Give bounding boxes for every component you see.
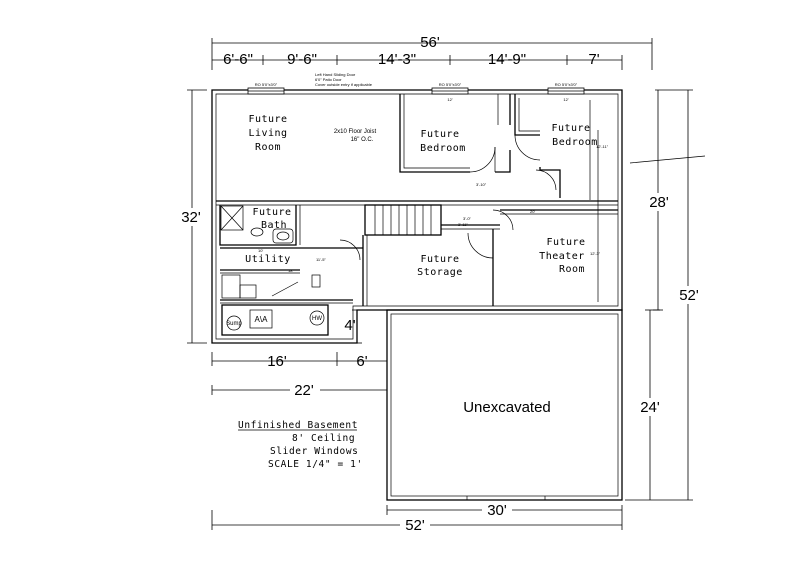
note-ceiling: 8' Ceiling [292,433,355,444]
dim-6: 6' [356,353,367,370]
svg-text:3'-0": 3'-0" [463,216,472,221]
outer-walls [211,89,623,501]
svg-text:11'-5": 11'-5" [316,257,326,262]
dimension-step-4: 4' [343,309,362,344]
dim-right-28: 28' [649,194,669,211]
svg-text:Bedroom: Bedroom [420,143,466,154]
door-note-2: 6'0" Patio Door [315,77,342,82]
dim-16: 16' [267,353,287,370]
unexcavated-area [386,309,623,501]
dimension-left: 32' [178,89,207,344]
door-note-1: Left Hand Sliding Door [315,72,356,77]
svg-text:10': 10' [258,248,263,253]
dim-right-52: 52' [679,287,699,304]
dim-seg-4: 14'-9" [488,51,526,68]
dim-30: 30' [487,502,507,519]
dim-52: 52' [405,517,425,534]
dimension-top-segments: 6'-6" 9'-6" 14'-3" 14'-9" 7' [212,51,623,70]
ava-label: A\A [255,315,269,324]
svg-text:Room: Room [255,142,281,153]
stair-treads [374,205,432,235]
svg-text:Living: Living [248,128,287,139]
dimension-right-upper: 28' [645,90,673,311]
note-scale: SCALE 1/4" = 1' [268,459,363,470]
window-label-1: RO 5'0"x3'0" [255,82,278,87]
interior-walls [216,94,618,336]
svg-text:12': 12' [563,97,568,102]
svg-text:16" O.C.: 16" O.C. [351,137,374,143]
svg-text:2x10 Floor Joist: 2x10 Floor Joist [334,129,377,135]
svg-text:18': 18' [288,268,293,273]
svg-text:12': 12' [447,97,452,102]
room-label-unexcavated: Unexcavated [463,399,551,416]
dim-4: 4' [344,317,355,334]
room-label-utility: Utility [245,254,291,265]
svg-text:Future: Future [420,129,459,140]
svg-text:3'-10": 3'-10" [476,182,487,187]
dim-seg-1: 6'-6" [223,51,253,68]
note-unfinished: Unfinished Basement [238,420,358,431]
room-label-bedroom-2: Future Bedroom [551,123,597,148]
svg-text:20': 20' [530,209,535,214]
svg-text:Future: Future [551,123,590,134]
room-label-theater: Future Theater Room [539,237,585,275]
room-label-bath: Future Bath [252,207,291,231]
dimension-right-total: 52' [625,89,703,501]
svg-text:Future: Future [420,254,459,265]
dim-top-total: 56' [420,34,440,51]
svg-text:Theater: Theater [539,251,585,262]
door-note-3: Cover outside entry if applicable [315,82,373,87]
dimension-top-total: 56' [211,34,653,70]
dim-seg-3: 14'-3" [378,51,416,68]
svg-text:Future: Future [252,207,291,218]
dimension-bottom-52: 52' [211,510,623,534]
windows: RO 5'0"x3'0" RO 5'0"x3'0" RO 5'0"x3'0" L… [247,72,585,95]
dim-seg-5: 7' [588,51,599,68]
svg-text:Future: Future [546,237,585,248]
joist-note: 2x10 Floor Joist 16" O.C. [334,129,377,143]
minor-dimensions: 12' 12' 12'-11" 3'-10" 20' 10' 18' 11'-5… [258,97,609,273]
dimension-bottom-22: 22' [211,381,388,399]
sump-label: Sump [226,321,242,327]
room-label-living: Future Living Room [248,114,287,153]
dim-right-24: 24' [640,399,660,416]
svg-text:12'-3": 12'-3" [590,251,601,256]
svg-text:Storage: Storage [417,267,463,278]
dimension-right-lower: 24' [637,309,665,500]
dim-left-32: 32' [181,209,201,226]
window-label-3: RO 5'0"x3'0" [555,82,578,87]
svg-text:Room: Room [559,264,585,275]
room-label-storage: Future Storage [417,254,463,278]
svg-text:Bedroom: Bedroom [552,137,598,148]
svg-text:Future: Future [248,114,287,125]
svg-text:Bath: Bath [261,220,287,231]
dim-22: 22' [294,382,314,399]
plan-notes: Unfinished Basement 8' Ceiling Slider Wi… [238,420,363,470]
svg-text:3'-11": 3'-11" [458,222,468,227]
room-label-bedroom-1: Future Bedroom [420,129,466,154]
svg-text:12'-11": 12'-11" [596,144,609,149]
dimension-bottom-30: 30' [386,501,623,519]
leader-line [629,155,706,164]
dim-seg-2: 9'-6" [287,51,317,68]
note-windows: Slider Windows [270,446,358,457]
hw-label: HW [312,316,322,322]
dimension-bottom-16-6: 16' 6' [211,352,388,370]
window-label-2: RO 5'0"x3'0" [439,82,462,87]
